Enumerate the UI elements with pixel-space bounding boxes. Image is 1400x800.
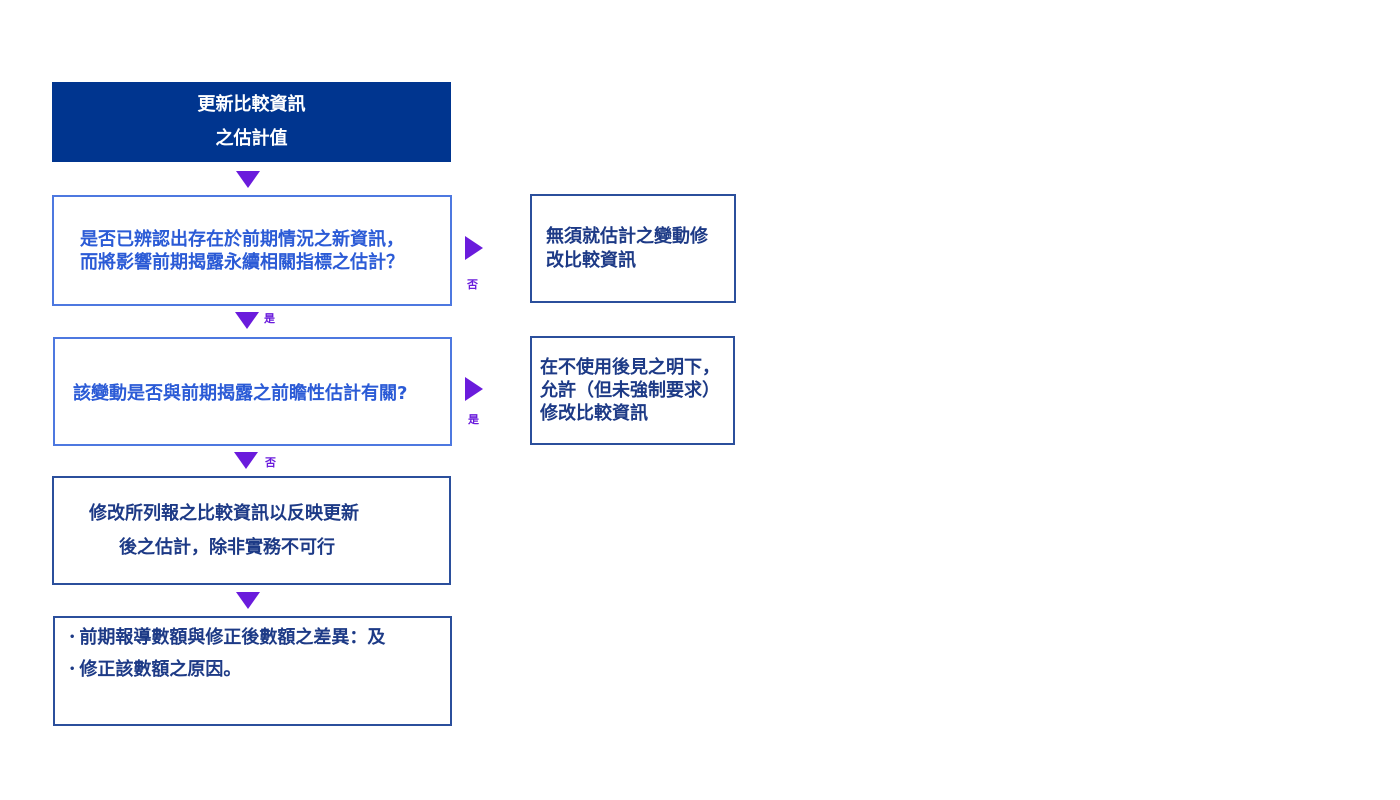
disclosure-item-text: 前期報導數額與修正後數額之差異：及: [79, 627, 386, 648]
outcome-revise-comparative: 修改所列報之比較資訊以反映更新 後之估計，除非實務不可行: [52, 476, 451, 585]
label-no: 否: [265, 456, 276, 469]
a2-line2: 允許（但未強制要求）: [540, 380, 720, 401]
q1-line1: 是否已辨認出存在於前期情況之新資訊，: [80, 228, 404, 250]
start-box: 更新比較資訊 之估計值: [52, 82, 451, 162]
question-forward-looking: 該變動是否與前期揭露之前瞻性估計有關?: [53, 337, 452, 446]
q2-text: 該變動是否與前期揭露之前瞻性估計有關?: [73, 382, 408, 404]
start-line1: 更新比較資訊: [197, 94, 306, 115]
outcome-no-revision: 無須就估計之變動修 改比較資訊: [530, 194, 736, 303]
arrow-right-icon: [465, 236, 483, 260]
a1-line1: 無須就估計之變動修: [546, 225, 708, 247]
disclosure-item-text: 修正該數額之原因。: [79, 659, 242, 680]
question-new-information: 是否已辨認出存在於前期情況之新資訊， 而將影響前期揭露永續相關指標之估計？: [52, 195, 452, 306]
arrow-down-icon: [236, 592, 260, 609]
start-line2: 之估計值: [215, 128, 288, 149]
disclosure-item: •修正該數額之原因。: [69, 659, 242, 680]
label-yes: 是: [264, 312, 275, 325]
arrow-down-icon: [235, 312, 259, 329]
q1-line2: 而將影響前期揭露永續相關指標之估計？: [80, 251, 404, 273]
label-no: 否: [467, 278, 478, 291]
disclosure-box: •前期報導數額與修正後數額之差異：及 •修正該數額之原因。: [53, 616, 452, 726]
arrow-down-icon: [234, 452, 258, 469]
a2-line3: 修改比較資訊: [540, 403, 648, 424]
disclosure-item: •前期報導數額與修正後數額之差異：及: [69, 627, 386, 648]
a1-line2: 改比較資訊: [546, 249, 636, 271]
a3-line2: 後之估計，除非實務不可行: [119, 536, 335, 558]
arrow-down-icon: [236, 171, 260, 188]
arrow-right-icon: [465, 377, 483, 401]
a2-line1: 在不使用後見之明下，: [540, 357, 720, 378]
label-yes: 是: [468, 413, 479, 426]
a3-line1: 修改所列報之比較資訊以反映更新: [89, 502, 359, 524]
outcome-permitted-revision: 在不使用後見之明下， 允許（但未強制要求） 修改比較資訊: [530, 336, 735, 445]
